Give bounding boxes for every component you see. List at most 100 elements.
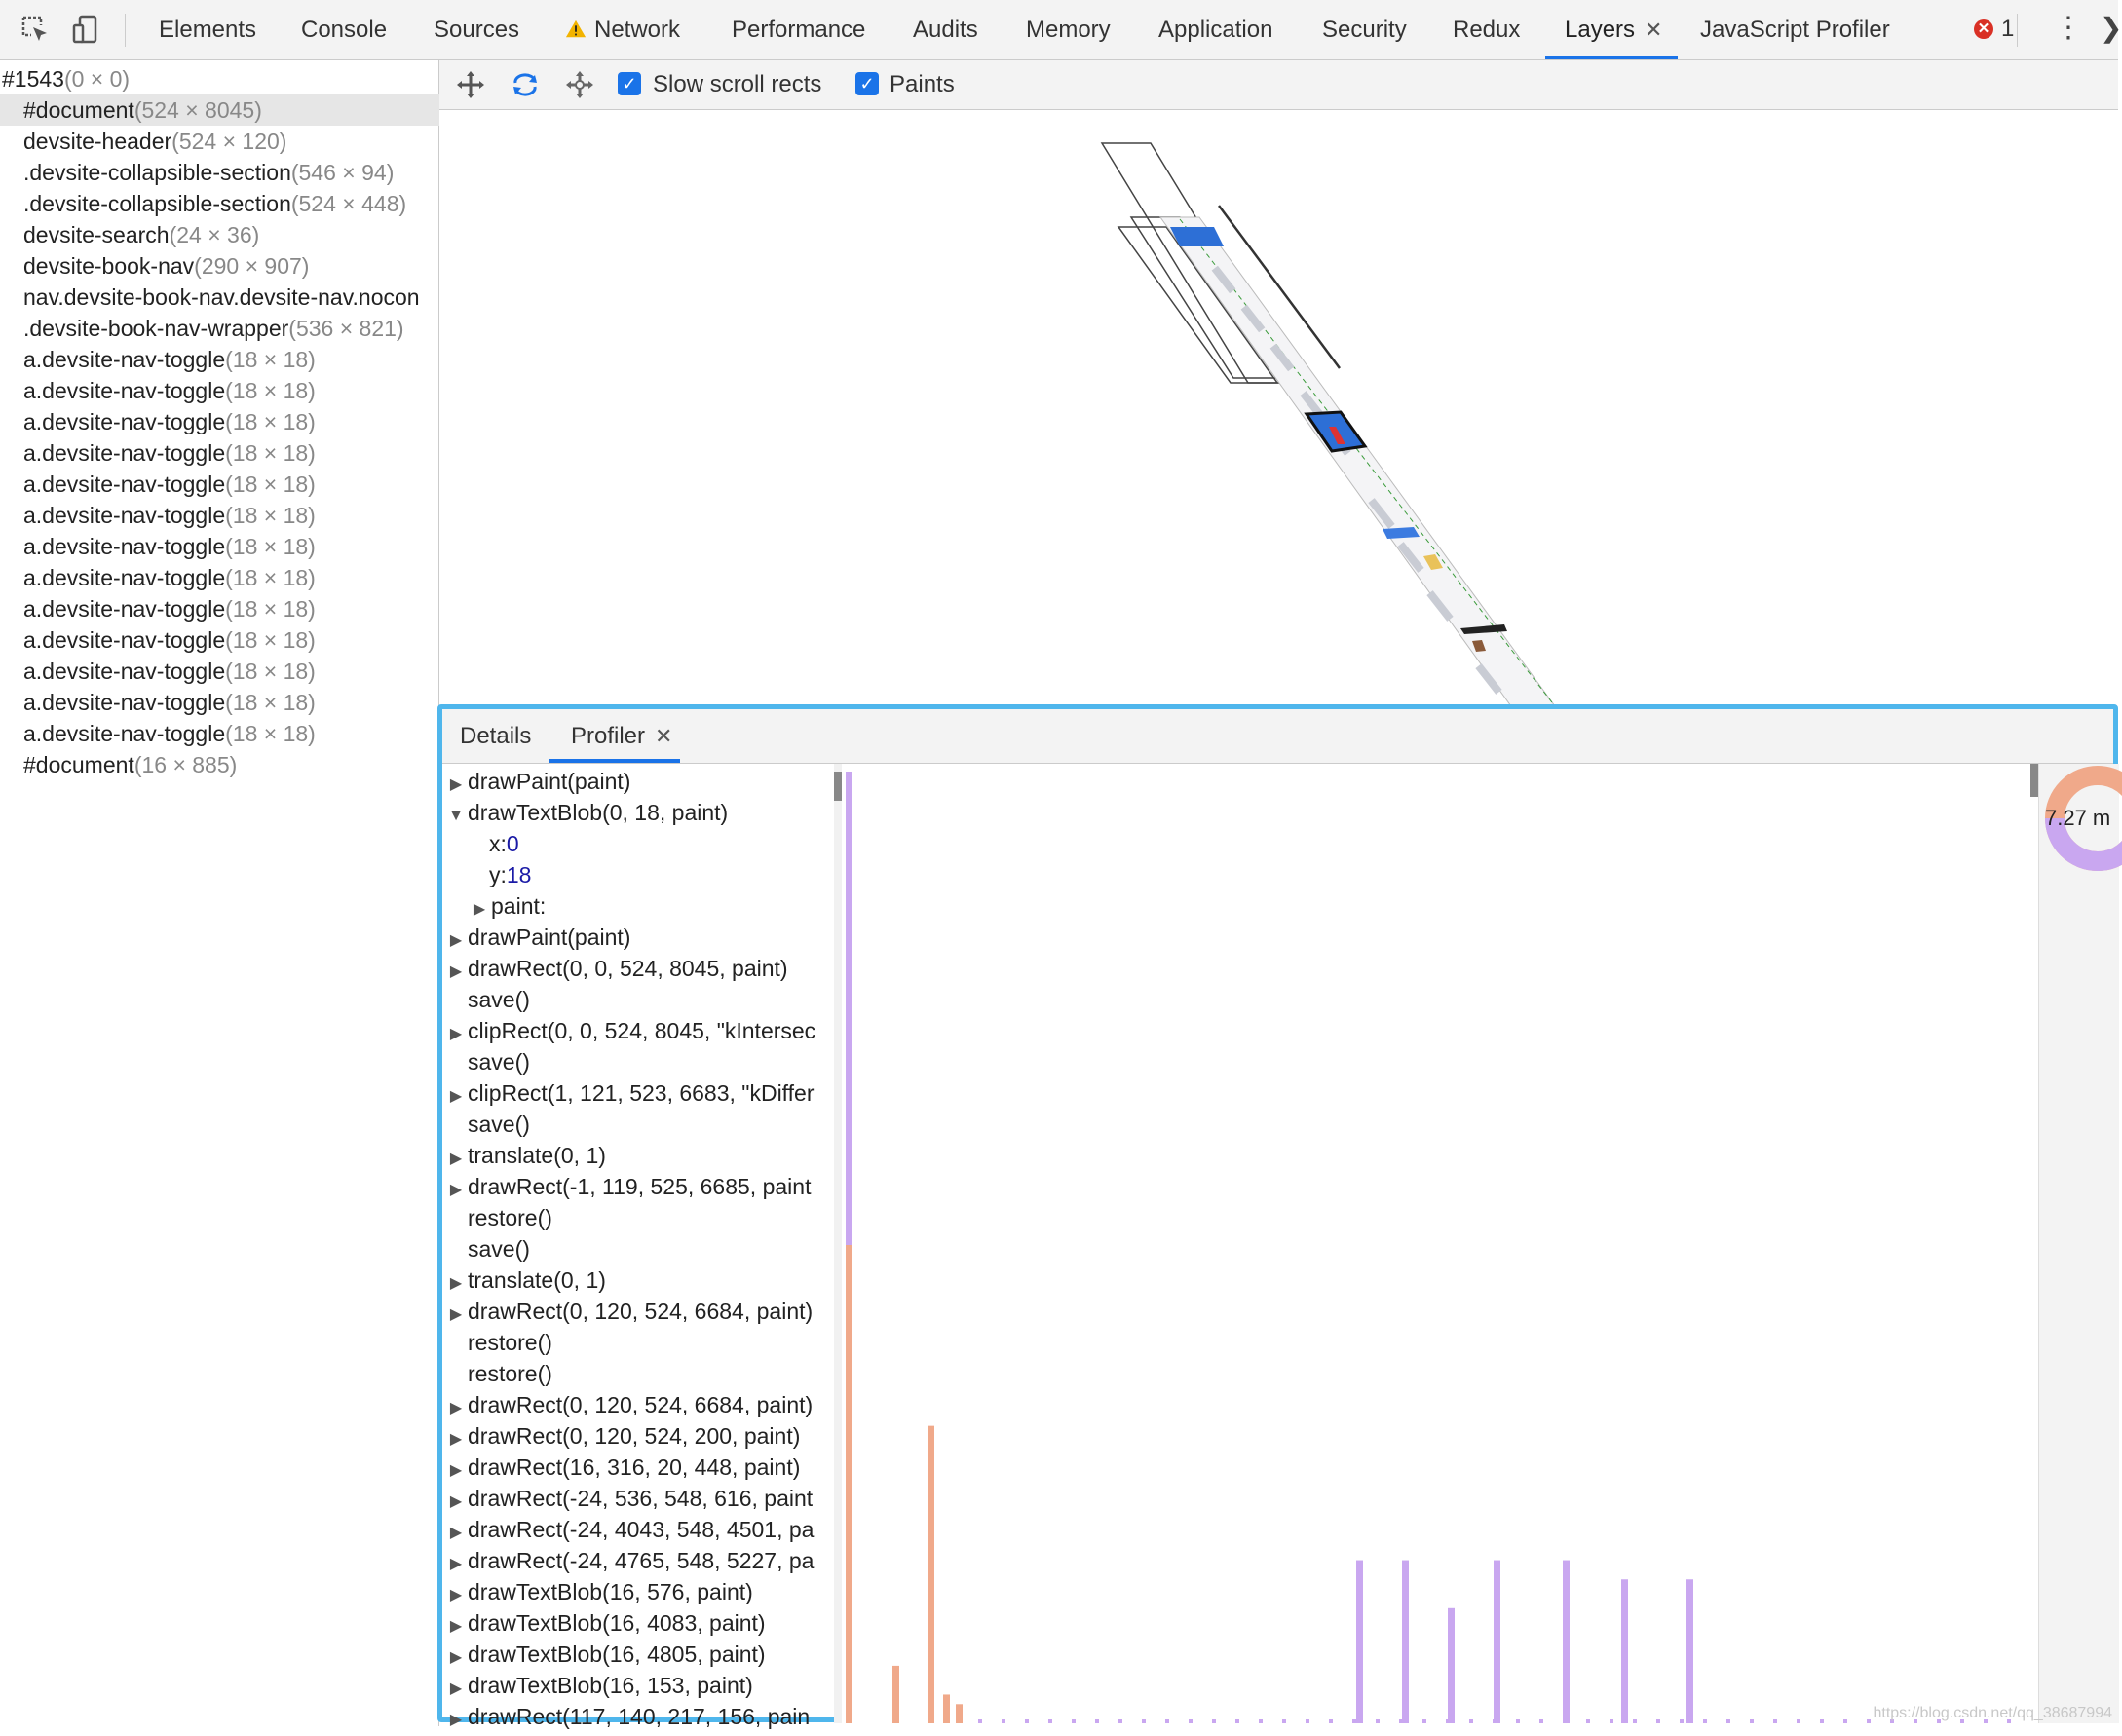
paint-command[interactable]: ▶paint:: [442, 890, 858, 922]
expand-triangle-icon[interactable]: ▶: [449, 1306, 463, 1323]
expand-triangle-icon[interactable]: ▶: [473, 901, 486, 918]
paint-command[interactable]: ▶drawRect(0, 120, 524, 6684, paint): [442, 1389, 835, 1420]
close-profiler-icon[interactable]: ✕: [655, 724, 673, 748]
tab-profiler[interactable]: Profiler✕: [571, 709, 672, 763]
paint-command[interactable]: ▶drawTextBlob(16, 4805, paint): [442, 1639, 835, 1670]
tab-performance[interactable]: Performance: [732, 17, 866, 43]
error-counter[interactable]: ✕ 1: [1974, 16, 2014, 43]
layer-tree-item[interactable]: a.devsite-nav-toggle(18 × 18): [0, 718, 462, 749]
tab-application[interactable]: Application: [1158, 17, 1273, 43]
paint-command[interactable]: save(): [442, 1109, 835, 1140]
paint-command[interactable]: ▶translate(0, 1): [442, 1140, 835, 1171]
paint-command[interactable]: ▶drawRect(0, 0, 524, 8045, paint): [442, 953, 835, 984]
paint-command[interactable]: ▶drawRect(0, 120, 524, 6684, paint): [442, 1296, 835, 1327]
paint-command[interactable]: ▶drawTextBlob(16, 576, paint): [442, 1576, 835, 1607]
tab-security[interactable]: Security: [1322, 17, 1407, 43]
layer-tree-item[interactable]: a.devsite-nav-toggle(18 × 18): [0, 406, 462, 437]
expand-triangle-icon[interactable]: ▶: [449, 1525, 463, 1541]
layer-tree-item[interactable]: nav.devsite-book-nav.devsite-nav.nocon: [0, 282, 462, 313]
expand-triangle-icon[interactable]: ▶: [449, 1712, 463, 1728]
expand-triangle-icon[interactable]: ▶: [449, 1493, 463, 1510]
close-tab-icon[interactable]: ✕: [1645, 18, 1663, 42]
expand-triangle-icon[interactable]: ▶: [449, 1680, 463, 1697]
layer-tree-item[interactable]: a.devsite-nav-toggle(18 × 18): [0, 593, 462, 624]
rotate-mode-icon[interactable]: [510, 69, 541, 100]
expand-triangle-icon[interactable]: ▶: [449, 1462, 463, 1479]
paint-command[interactable]: ▶clipRect(0, 0, 524, 8045, "kIntersec: [442, 1015, 835, 1046]
timeline-selection-handle[interactable]: [2030, 764, 2038, 797]
device-toggle-icon[interactable]: [70, 14, 101, 45]
layer-tree-item[interactable]: devsite-book-nav(290 × 907): [0, 250, 462, 282]
tab-elements[interactable]: Elements: [159, 17, 257, 43]
expand-triangle-icon[interactable]: ▶: [449, 932, 463, 949]
more-menu-icon[interactable]: ⋮: [2054, 12, 2083, 44]
expand-triangle-icon[interactable]: ▶: [449, 1182, 463, 1198]
paint-command[interactable]: restore(): [442, 1327, 835, 1358]
slow-scroll-rects-checkbox[interactable]: ✓: [618, 72, 641, 95]
collapse-triangle-icon[interactable]: ▼: [448, 808, 464, 824]
paint-command[interactable]: y:18: [442, 859, 880, 890]
tab-details[interactable]: Details: [460, 723, 532, 749]
paint-command[interactable]: ▶drawRect(16, 316, 20, 448, paint): [442, 1452, 835, 1483]
layer-tree-item[interactable]: a.devsite-nav-toggle(18 × 18): [0, 375, 462, 406]
expand-triangle-icon[interactable]: ▶: [449, 1275, 463, 1292]
paints-checkbox[interactable]: ✓: [855, 72, 879, 95]
paint-command[interactable]: ▶drawRect(-1, 119, 525, 6685, paint: [442, 1171, 835, 1202]
paint-command[interactable]: restore(): [442, 1202, 835, 1233]
layer-tree-item[interactable]: devsite-search(24 × 36): [0, 219, 462, 250]
paint-command[interactable]: ▶drawRect(0, 120, 524, 200, paint): [442, 1420, 835, 1452]
reset-transform-icon[interactable]: [564, 69, 595, 100]
expand-triangle-icon[interactable]: ▶: [449, 1556, 463, 1572]
paint-command[interactable]: ▶drawTextBlob(16, 4083, paint): [442, 1607, 835, 1639]
layer-tree-item[interactable]: a.devsite-nav-toggle(18 × 18): [0, 344, 462, 375]
layer-tree-item[interactable]: devsite-header(524 × 120): [0, 126, 462, 157]
layer-tree-item[interactable]: a.devsite-nav-toggle(18 × 18): [0, 437, 462, 469]
expand-triangle-icon[interactable]: ▶: [449, 1151, 463, 1167]
scrollbar-thumb[interactable]: [834, 772, 842, 801]
paint-command[interactable]: ▶drawTextBlob(16, 153, paint): [442, 1670, 835, 1701]
layer-tree-item[interactable]: .devsite-collapsible-section(524 × 448): [0, 188, 462, 219]
tab-console[interactable]: Console: [301, 17, 388, 43]
layer-tree-item[interactable]: #1543(0 × 0): [0, 63, 440, 94]
layers-3d-viewport[interactable]: [439, 110, 2118, 707]
expand-triangle-icon[interactable]: ▶: [449, 1587, 463, 1604]
tab-redux[interactable]: Redux: [1453, 17, 1521, 43]
expand-triangle-icon[interactable]: ▶: [449, 1618, 463, 1635]
expand-triangle-icon[interactable]: ▶: [449, 1088, 463, 1105]
layer-tree-item[interactable]: a.devsite-nav-toggle(18 × 18): [0, 531, 462, 562]
paint-command[interactable]: save(): [442, 1233, 835, 1264]
layer-tree-item[interactable]: .devsite-book-nav-wrapper(536 × 821): [0, 313, 462, 344]
layer-tree-item[interactable]: a.devsite-nav-toggle(18 × 18): [0, 624, 462, 656]
layer-tree-item[interactable]: a.devsite-nav-toggle(18 × 18): [0, 656, 462, 687]
paint-command[interactable]: ▶translate(0, 1): [442, 1264, 835, 1296]
expand-triangle-icon[interactable]: ▶: [449, 776, 463, 793]
expand-triangle-icon[interactable]: ▶: [449, 1400, 463, 1416]
paint-command[interactable]: ▶clipRect(1, 121, 523, 6683, "kDiffer: [442, 1077, 835, 1109]
paint-command[interactable]: ▶drawRect(-24, 536, 548, 616, paint: [442, 1483, 835, 1514]
layer-tree-item[interactable]: a.devsite-nav-toggle(18 × 18): [0, 469, 462, 500]
layer-tree-item[interactable]: a.devsite-nav-toggle(18 × 18): [0, 687, 462, 718]
tab-network[interactable]: Network: [565, 0, 680, 59]
paint-command[interactable]: ▼drawTextBlob(0, 18, paint): [442, 797, 835, 828]
layer-tree-item[interactable]: #document(524 × 8045): [0, 94, 462, 126]
layer-tree-item[interactable]: #document(16 × 885): [0, 749, 462, 780]
dock-chevron-icon[interactable]: ❯: [2100, 13, 2122, 43]
pan-mode-icon[interactable]: [455, 69, 486, 100]
paint-command[interactable]: save(): [442, 984, 835, 1015]
paint-command[interactable]: x:0: [442, 828, 880, 859]
expand-triangle-icon[interactable]: ▶: [449, 1026, 463, 1042]
layer-tree-item[interactable]: a.devsite-nav-toggle(18 × 18): [0, 562, 462, 593]
tab-memory[interactable]: Memory: [1026, 17, 1111, 43]
tab-sources[interactable]: Sources: [434, 17, 520, 43]
layer-tree-item[interactable]: .devsite-collapsible-section(546 × 94): [0, 157, 462, 188]
paint-command[interactable]: ▶drawPaint(paint): [442, 766, 835, 797]
paint-command[interactable]: save(): [442, 1046, 835, 1077]
expand-triangle-icon[interactable]: ▶: [449, 963, 463, 980]
paint-command[interactable]: ▶drawRect(-24, 4043, 548, 4501, pa: [442, 1514, 835, 1545]
inspect-element-icon[interactable]: [19, 14, 51, 45]
layer-tree-item[interactable]: a.devsite-nav-toggle(18 × 18): [0, 500, 462, 531]
paint-command[interactable]: ▶drawRect(117, 140, 217, 156, pain: [442, 1701, 835, 1732]
command-log-scrollbar[interactable]: [834, 764, 842, 1723]
paint-command[interactable]: ▶drawPaint(paint): [442, 922, 835, 953]
paint-command[interactable]: restore(): [442, 1358, 835, 1389]
